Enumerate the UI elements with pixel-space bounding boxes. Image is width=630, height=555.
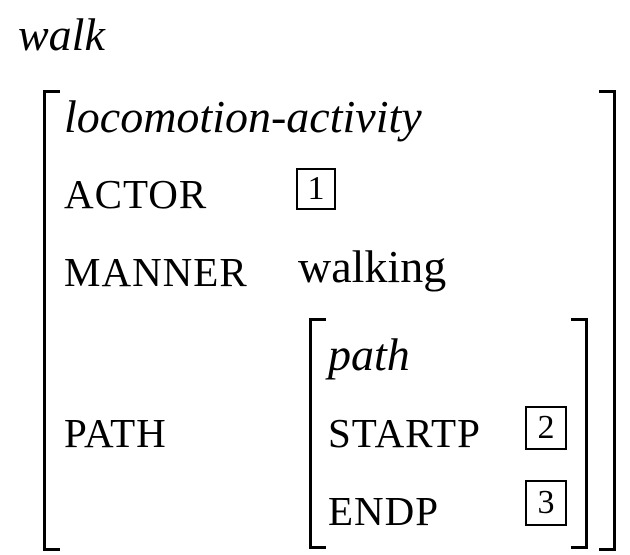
- outer-avm-type: locomotion-activity: [64, 91, 422, 142]
- lexical-entry-word: walk: [18, 9, 105, 60]
- feature-actor-label: ACTOR: [64, 171, 208, 217]
- feature-path-label: PATH: [64, 410, 167, 456]
- feature-manner-value: walking: [298, 241, 447, 292]
- actor-coindex-tag: 1: [296, 168, 336, 210]
- path-avm-type: path: [328, 329, 410, 380]
- outer-avm-left-bracket: [43, 90, 60, 551]
- path-avm-left-bracket: [309, 318, 326, 549]
- feature-startp-label: STARTP: [328, 410, 481, 456]
- feature-endp-label: ENDP: [328, 488, 440, 534]
- startp-coindex-tag: 2: [525, 406, 567, 450]
- endp-coindex-tag: 3: [525, 480, 567, 526]
- path-avm-right-bracket: [571, 318, 588, 549]
- outer-avm-right-bracket: [599, 90, 616, 551]
- feature-manner-label: MANNER: [64, 249, 248, 295]
